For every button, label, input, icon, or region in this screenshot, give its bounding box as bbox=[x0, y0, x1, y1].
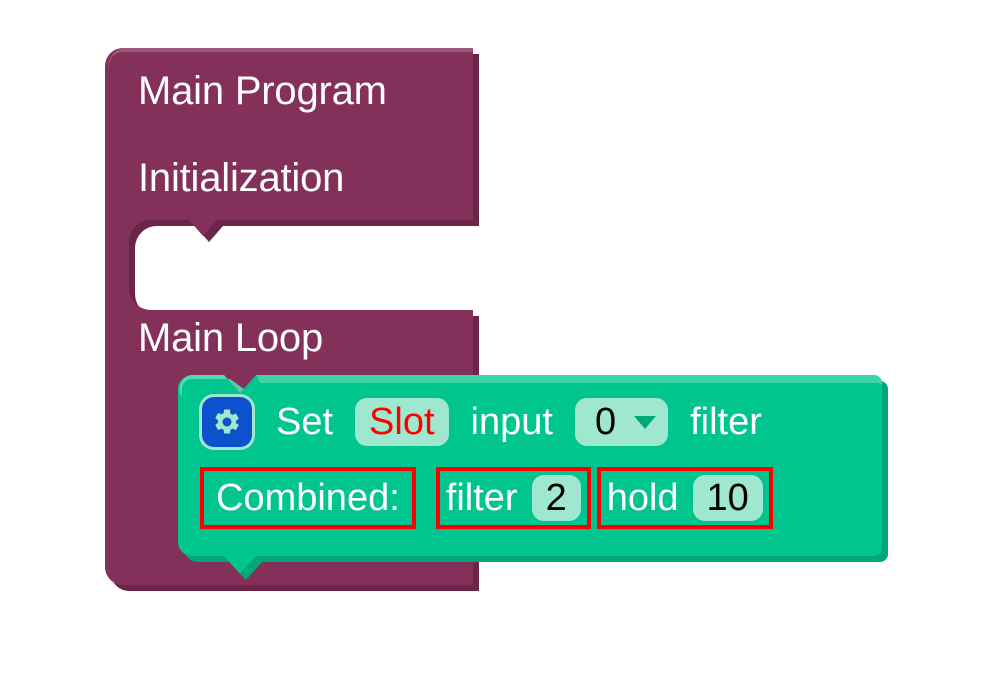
slot-field[interactable]: Slot bbox=[355, 398, 449, 446]
gear-icon[interactable] bbox=[202, 397, 252, 447]
combined-label: Combined: bbox=[216, 477, 400, 519]
section-label-main-loop: Main Loop bbox=[138, 316, 323, 360]
set-block-bottom-row: Combined: filter 2 hold 10 bbox=[200, 467, 773, 529]
chevron-down-icon bbox=[634, 415, 657, 429]
hold-value-field[interactable]: 10 bbox=[692, 475, 763, 521]
filter-label: filter bbox=[445, 477, 518, 519]
input-label: input bbox=[470, 401, 553, 443]
input-dropdown[interactable]: 0 bbox=[574, 398, 669, 446]
highlight-combined[interactable]: Combined: bbox=[200, 467, 416, 529]
highlight-filter[interactable]: filter 2 bbox=[435, 467, 591, 529]
input-dropdown-value: 0 bbox=[594, 401, 617, 443]
filter-trailing-label: filter bbox=[690, 401, 762, 443]
highlight-hold[interactable]: hold 10 bbox=[596, 467, 773, 529]
gear-glyph-icon bbox=[215, 409, 239, 434]
set-block-top-row: Set Slot input 0 filter bbox=[276, 395, 762, 449]
set-verb-label: Set bbox=[276, 401, 334, 443]
set-statement-block[interactable]: Set Slot input 0 filter Combined: bbox=[178, 375, 888, 580]
hold-label: hold bbox=[606, 477, 679, 519]
filter-value-field[interactable]: 2 bbox=[531, 475, 581, 521]
section-label-main-program: Main Program bbox=[138, 69, 387, 113]
section-label-initialization: Initialization bbox=[138, 156, 345, 200]
